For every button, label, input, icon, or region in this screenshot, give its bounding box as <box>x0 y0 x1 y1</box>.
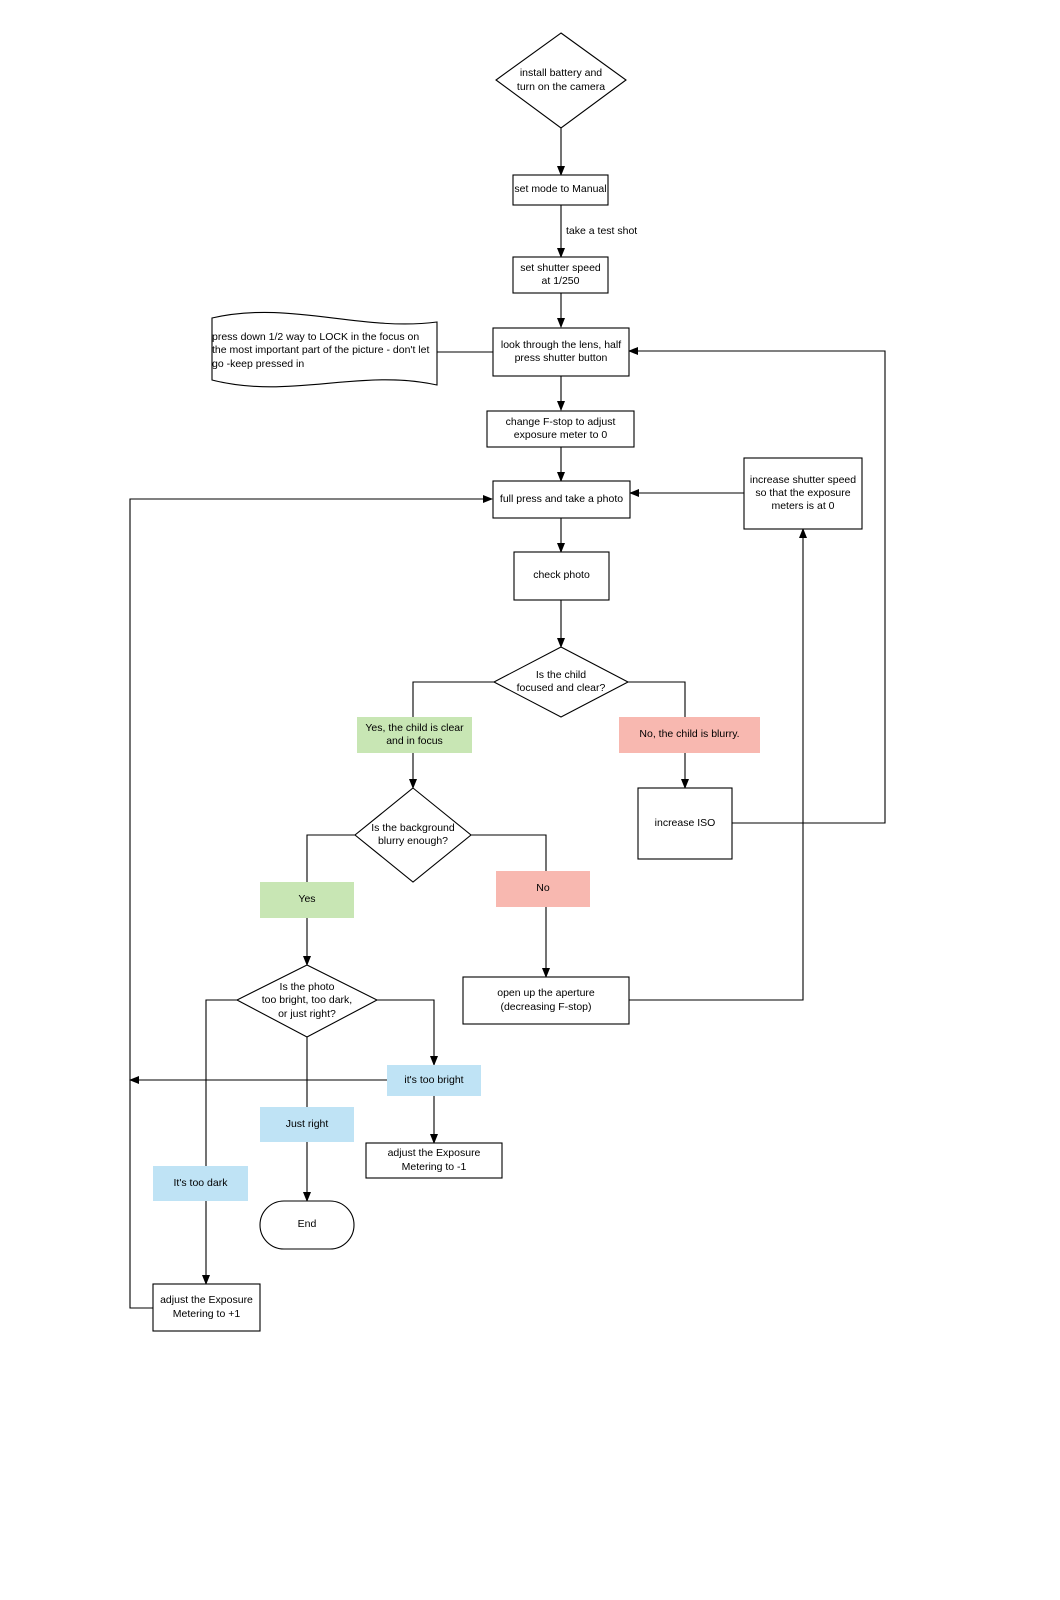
iso-label: increase ISO <box>654 816 716 829</box>
test-shot-label: take a test shot <box>566 225 638 238</box>
edge-iso-to-look <box>628 347 886 824</box>
bg-no-label: No <box>536 882 550 895</box>
start-diamond <box>495 32 627 129</box>
start-label: install battery and turn on the camera <box>516 67 606 93</box>
shutter-box <box>512 256 609 294</box>
bg-yes-label: Yes <box>298 893 316 906</box>
no-blurry-box <box>619 717 760 753</box>
too-bright-label: it's too bright <box>404 1073 464 1086</box>
note-shape <box>211 311 438 388</box>
check-label: check photo <box>533 569 590 582</box>
bg-question-label: Is the background blurry enough? <box>371 821 455 847</box>
plus1-box <box>152 1283 261 1332</box>
focused-question-diamond <box>492 646 630 718</box>
aperture-label: open up the aperture (decreasing F-stop) <box>497 987 595 1013</box>
check-box <box>513 551 610 601</box>
shapes <box>152 32 863 1332</box>
increase-shutter-label: increase shutter speed so that the expos… <box>749 473 857 513</box>
minus1-box <box>365 1142 503 1179</box>
shutter-label: set shutter speed at 1/250 <box>520 261 601 287</box>
connectors <box>129 128 886 1309</box>
increase-shutter-box <box>743 457 863 530</box>
fullpress-label: full press and take a photo <box>499 492 624 505</box>
aperture-box <box>462 976 630 1025</box>
yes-clear-box <box>357 717 472 753</box>
fullpress-box <box>492 480 631 519</box>
edge-bright-to-too-dark <box>205 999 237 1166</box>
look-box <box>492 327 630 377</box>
edge-focused-to-yes <box>412 681 494 717</box>
minus1-label: adjust the Exposure Metering to -1 <box>387 1147 481 1173</box>
edge-focused-to-no <box>628 681 686 717</box>
too-dark-box <box>153 1166 248 1201</box>
fstop-label: change F-stop to adjust exposure meter t… <box>505 415 616 441</box>
bg-yes-box <box>260 882 354 918</box>
edge-bg-to-yes <box>306 834 355 882</box>
edge-bg-to-no <box>471 834 547 871</box>
end-terminator <box>259 1200 355 1250</box>
mode-label: set mode to Manual <box>514 183 607 196</box>
bright-question-label: Is the photo too bright, too dark, or ju… <box>261 981 353 1020</box>
no-blurry-label: No, the child is blurry. <box>639 728 740 741</box>
bg-question-diamond <box>354 787 472 883</box>
bg-no-box <box>496 871 590 907</box>
fstop-box <box>486 410 635 448</box>
look-label: look through the lens, half press shutte… <box>500 338 622 364</box>
just-right-label: Just right <box>285 1117 329 1130</box>
mode-box <box>512 174 609 206</box>
end-label: End <box>297 1218 317 1231</box>
focused-question-label: Is the child focused and clear? <box>516 668 606 694</box>
just-right-box <box>260 1107 354 1142</box>
edge-aperture-to-increase-shutter <box>629 528 807 1001</box>
plus1-label: adjust the Exposure Metering to +1 <box>160 1294 253 1320</box>
too-bright-box <box>387 1065 481 1096</box>
yes-clear-label: Yes, the child is clear and in focus <box>365 721 464 747</box>
note-label: press down 1/2 way to LOCK in the focus … <box>212 331 430 370</box>
bright-question-diamond <box>235 964 379 1038</box>
edge-plus1-to-fullpress <box>129 495 493 1309</box>
edge-bright-to-too-bright <box>377 999 438 1066</box>
iso-box <box>637 787 733 860</box>
too-dark-label: It's too dark <box>173 1176 228 1189</box>
